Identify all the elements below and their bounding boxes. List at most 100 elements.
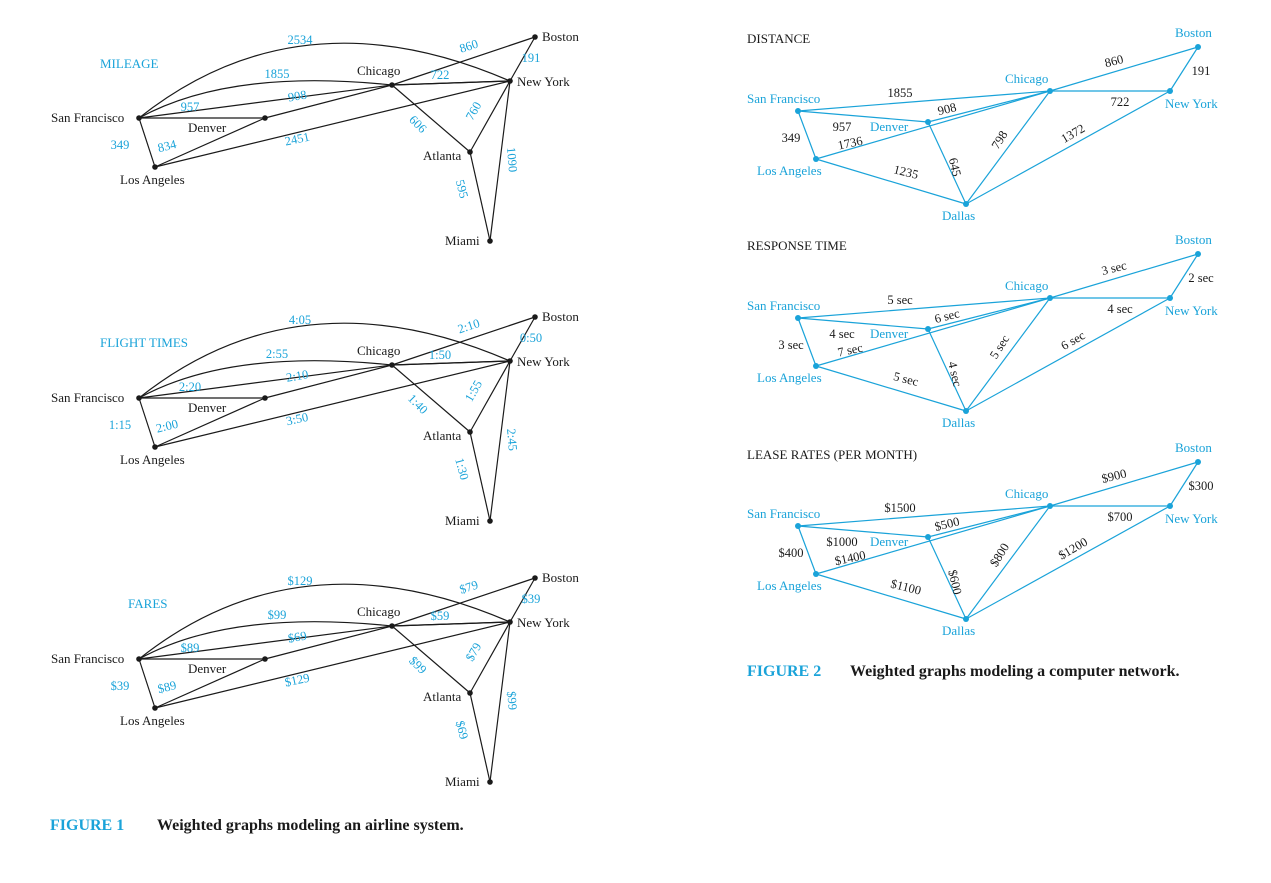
node-chi bbox=[389, 82, 395, 88]
node-chi bbox=[1047, 503, 1053, 509]
edge-la-den bbox=[154, 117, 266, 168]
weight-chi-bos: $79 bbox=[458, 578, 480, 597]
weight-chi-atl: $99 bbox=[406, 654, 429, 677]
weight-sf-chi: 1855 bbox=[888, 86, 913, 100]
node-label-dal: Dallas bbox=[942, 415, 975, 430]
node-label-den: Denver bbox=[870, 326, 909, 341]
weight-sf-bos: $129 bbox=[288, 574, 313, 588]
weight-atl-ny: $79 bbox=[463, 640, 484, 663]
weight-chi-dal: $800 bbox=[987, 541, 1012, 570]
weight-sf-chi: $1500 bbox=[884, 501, 915, 515]
node-den bbox=[925, 326, 931, 332]
edge-atl-mia bbox=[469, 151, 491, 242]
edge-den-chi bbox=[927, 90, 1051, 123]
weight-sf-chi: 5 sec bbox=[887, 293, 913, 307]
weight-ny-dal: 6 sec bbox=[1059, 328, 1088, 353]
node-label-bos: Boston bbox=[1175, 232, 1212, 247]
edge-sf-chi bbox=[138, 84, 393, 119]
edge-chi-bos bbox=[391, 577, 536, 627]
node-ny bbox=[1167, 295, 1173, 301]
node-den bbox=[262, 115, 268, 121]
edge-sf-la bbox=[797, 317, 817, 367]
node-label-sf: San Francisco bbox=[747, 298, 820, 313]
edge-chi-bos bbox=[1049, 461, 1199, 507]
weight-la-den: 2:00 bbox=[155, 417, 180, 436]
node-label-bos: Boston bbox=[542, 29, 579, 44]
edge-bos-ny bbox=[509, 577, 536, 623]
node-label-ny: New York bbox=[1165, 96, 1218, 111]
edge-ny-mia bbox=[489, 80, 511, 242]
weight-sf-den: $1000 bbox=[826, 535, 857, 549]
weight-sf-den: 957 bbox=[833, 120, 852, 134]
node-label-ny: New York bbox=[517, 615, 570, 630]
weight-bos-ny: 0:50 bbox=[520, 331, 542, 345]
edge-den-dal bbox=[927, 536, 967, 620]
edge-chi-atl bbox=[391, 364, 471, 433]
panel-title: FLIGHT TIMES bbox=[100, 335, 188, 350]
edge-den-chi bbox=[927, 297, 1051, 330]
node-dal bbox=[963, 408, 969, 414]
weight-ny-mia: 2:45 bbox=[504, 428, 520, 451]
node-sf bbox=[795, 315, 801, 321]
node-label-sf: San Francisco bbox=[51, 651, 124, 666]
edge-la-dal bbox=[815, 158, 967, 205]
edge-den-chi bbox=[927, 505, 1051, 538]
edge-ny-mia bbox=[489, 621, 511, 783]
weight-den-dal: 4 sec bbox=[945, 360, 964, 388]
panel-title: MILEAGE bbox=[100, 56, 159, 71]
edge-sf-ny bbox=[138, 360, 393, 399]
edge-la-dal bbox=[815, 573, 967, 620]
weight-la-dal: $1100 bbox=[889, 577, 922, 598]
node-label-la: Los Angeles bbox=[757, 370, 822, 385]
edge-la-den bbox=[154, 397, 266, 448]
node-label-la: Los Angeles bbox=[757, 578, 822, 593]
weight-sf-den: $89 bbox=[181, 641, 200, 655]
weight-ny-dal: $1200 bbox=[1056, 535, 1090, 563]
weight-sf-ny: 2:55 bbox=[266, 347, 288, 361]
edge-chi-bos bbox=[1049, 253, 1199, 299]
panel-title: DISTANCE bbox=[747, 31, 810, 46]
node-ny bbox=[1167, 503, 1173, 509]
node-chi bbox=[389, 623, 395, 629]
edge-chi-dal bbox=[965, 90, 1051, 205]
weight-chi-bos: 860 bbox=[458, 37, 480, 56]
weight-sf-den: 4 sec bbox=[829, 327, 855, 341]
node-la bbox=[152, 444, 158, 450]
weight-sf-la: $39 bbox=[111, 679, 130, 693]
node-label-la: Los Angeles bbox=[120, 713, 185, 728]
weight-sf-la: 1:15 bbox=[109, 418, 131, 432]
weight-sf-den: 957 bbox=[181, 100, 200, 114]
edge-sf-chi bbox=[797, 297, 1051, 319]
edge-bos-ny bbox=[1169, 461, 1199, 507]
edge-atl-ny bbox=[469, 360, 511, 433]
node-label-sf: San Francisco bbox=[51, 390, 124, 405]
edge-la-ny bbox=[154, 621, 511, 709]
weight-chi-atl: 606 bbox=[406, 113, 429, 136]
node-label-chi: Chicago bbox=[1005, 71, 1048, 86]
panel-title: RESPONSE TIME bbox=[747, 238, 847, 253]
edge-sf-den bbox=[797, 110, 929, 123]
node-ny bbox=[507, 358, 513, 364]
weight-den-chi: $69 bbox=[287, 629, 308, 646]
edge-chi-dal bbox=[965, 297, 1051, 412]
weight-atl-mia: 595 bbox=[453, 178, 471, 200]
node-den bbox=[925, 534, 931, 540]
edge-sf-bos bbox=[138, 322, 511, 399]
node-label-mia: Miami bbox=[445, 513, 480, 528]
edge-den-dal bbox=[927, 121, 967, 205]
node-label-bos: Boston bbox=[542, 570, 579, 585]
edge-sf-den bbox=[797, 525, 929, 538]
node-den bbox=[925, 119, 931, 125]
edge-la-dal bbox=[815, 365, 967, 412]
figure-1-caption-text: Weighted graphs modeling an airline syst… bbox=[157, 817, 464, 834]
node-sf bbox=[795, 523, 801, 529]
node-sf bbox=[136, 656, 142, 662]
edge-la-ny bbox=[154, 80, 511, 168]
node-label-dal: Dallas bbox=[942, 623, 975, 638]
weight-atl-ny: 1:55 bbox=[462, 378, 485, 404]
node-chi bbox=[1047, 295, 1053, 301]
